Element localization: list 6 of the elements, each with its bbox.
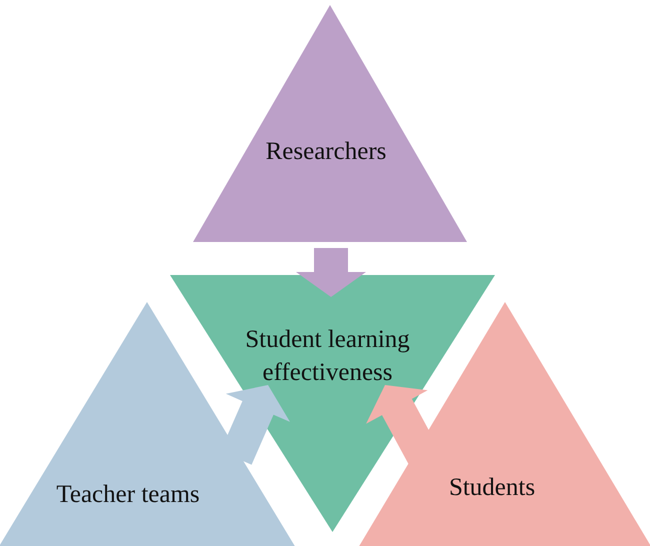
triangle-node bbox=[193, 5, 467, 242]
node-label: Student learning effectiveness bbox=[244, 325, 411, 388]
node-label: Teacher teams bbox=[55, 480, 201, 510]
node-label: Researchers bbox=[264, 137, 388, 167]
block-arrow bbox=[296, 248, 366, 297]
node-label: Students bbox=[448, 473, 536, 503]
